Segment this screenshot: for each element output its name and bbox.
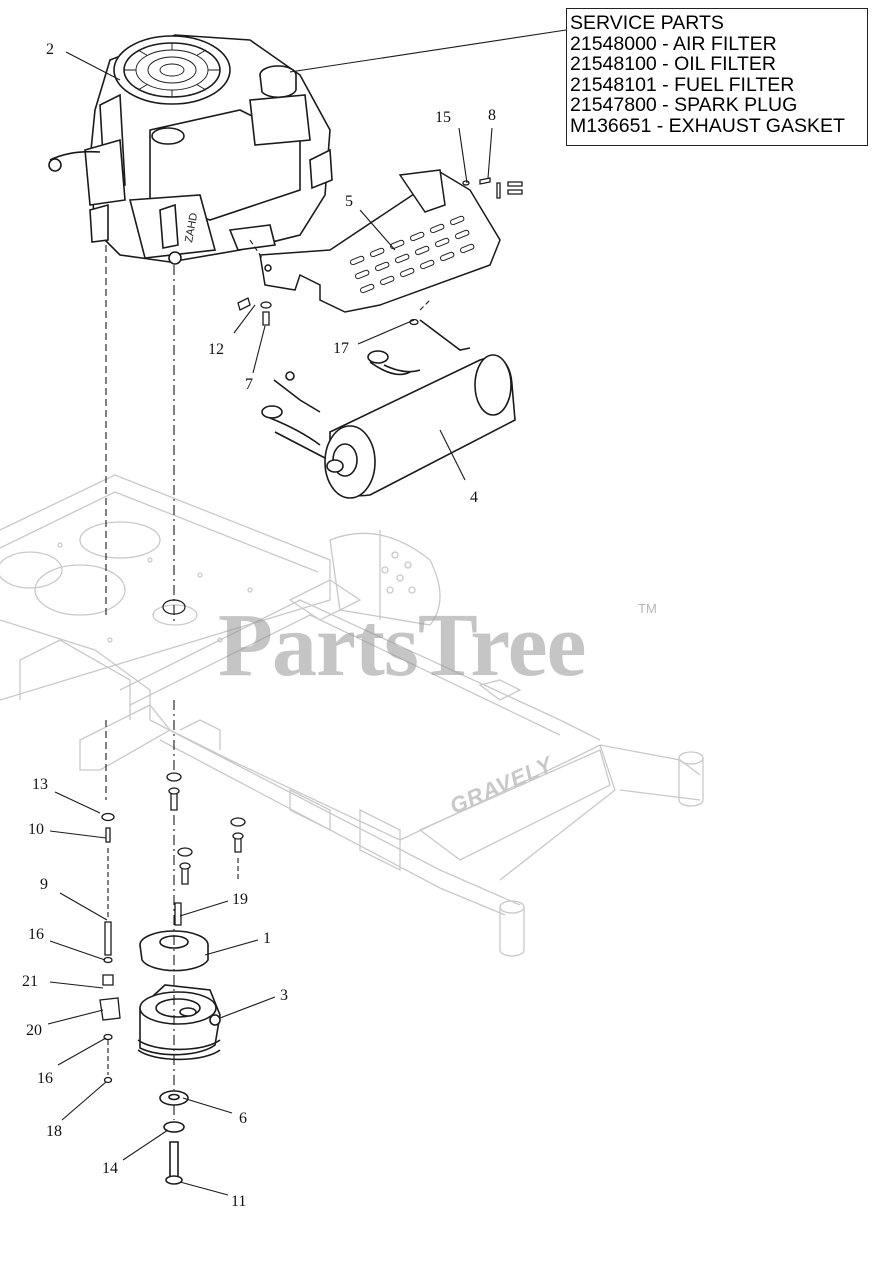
callout-15: 15 xyxy=(435,109,451,126)
callout-21: 21 xyxy=(22,973,38,990)
leader-lines xyxy=(47,29,567,1196)
assembly-lines xyxy=(105,239,431,1120)
callout-2: 2 xyxy=(46,41,54,58)
service-part-air-filter: 21548000 - AIR FILTER xyxy=(570,32,777,55)
callout-8: 8 xyxy=(488,107,496,124)
chassis-frame xyxy=(0,474,704,957)
service-part-fuel-filter: 21548101 - FUEL FILTER xyxy=(570,73,795,96)
service-part-spark-plug: 21547800 - SPARK PLUG xyxy=(570,94,798,116)
callout-16-top: 16 xyxy=(28,926,44,943)
callout-13: 13 xyxy=(32,776,48,793)
service-part-oil-filter: 21548100 - OIL FILTER xyxy=(570,53,776,75)
callout-14: 14 xyxy=(102,1160,118,1177)
muffler xyxy=(261,319,516,499)
callout-19: 19 xyxy=(232,891,248,908)
callout-1: 1 xyxy=(263,930,271,947)
callout-12: 12 xyxy=(208,341,224,358)
heat-shield xyxy=(259,169,501,313)
callout-20: 20 xyxy=(26,1022,42,1039)
callout-7: 7 xyxy=(245,376,253,393)
callout-6: 6 xyxy=(239,1110,247,1127)
engine xyxy=(48,34,333,265)
trademark-mark: TM xyxy=(638,601,657,616)
callout-5: 5 xyxy=(345,193,353,210)
callout-9: 9 xyxy=(40,876,48,893)
callout-3: 3 xyxy=(280,987,288,1004)
service-parts-box: SERVICE PARTS 21548000 - AIR FILTER 2154… xyxy=(566,8,868,146)
clutch-assembly xyxy=(137,930,221,1185)
callout-10: 10 xyxy=(28,821,44,838)
callout-11: 11 xyxy=(231,1193,247,1210)
service-part-exhaust-gasket: M136651 - EXHAUST GASKET xyxy=(570,114,845,137)
callout-18: 18 xyxy=(46,1123,62,1140)
callout-17: 17 xyxy=(333,340,349,357)
partstree-watermark: PartsTree xyxy=(218,596,586,695)
callout-4: 4 xyxy=(470,489,478,506)
callout-16-bottom: 16 xyxy=(37,1070,53,1087)
engine-label: ZAHD xyxy=(183,212,200,244)
service-parts-title: SERVICE PARTS xyxy=(570,12,724,34)
hardware xyxy=(99,177,523,1084)
